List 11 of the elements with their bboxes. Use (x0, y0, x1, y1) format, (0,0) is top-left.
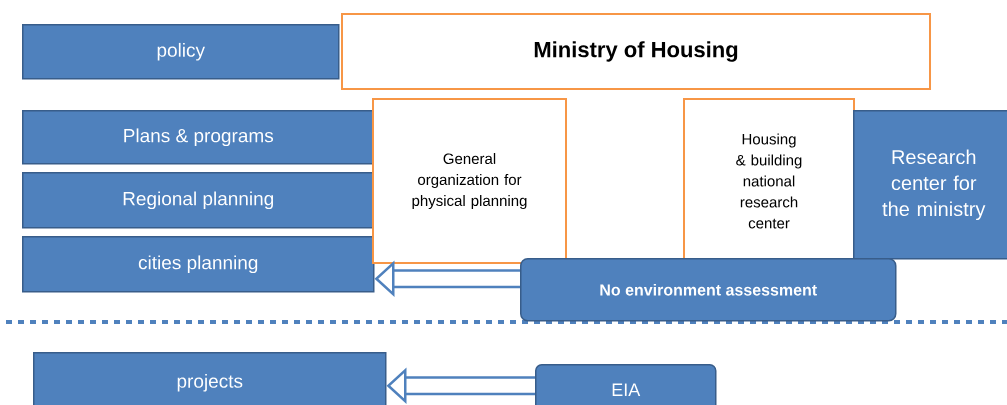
note-box: EIA (535, 364, 717, 405)
process-box: Plans & programs (22, 110, 375, 165)
title-box: Ministry of Housing (341, 13, 931, 90)
process-box: Research center for the ministry (853, 110, 1007, 260)
process-box: cities planning (22, 236, 375, 293)
process-box: policy (22, 24, 340, 80)
process-box: projects (33, 352, 387, 405)
note-box: No environment assessment (520, 258, 897, 322)
process-box: Regional planning (22, 172, 375, 229)
organization-box: Housing & building national research center (683, 98, 855, 264)
organization-box: General organization for physical planning (372, 98, 567, 264)
